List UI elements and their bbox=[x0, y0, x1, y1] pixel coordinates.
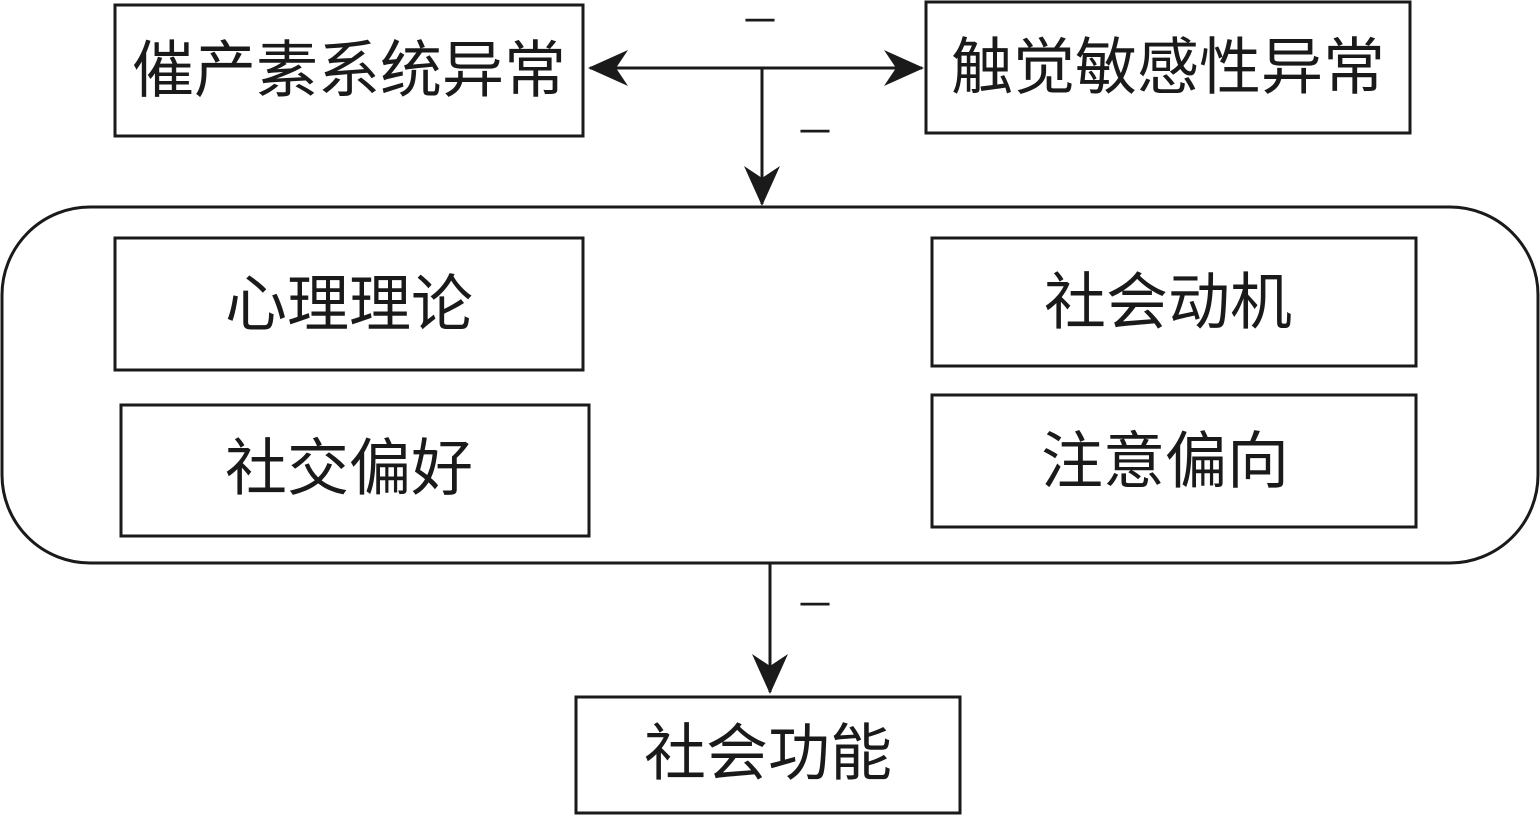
node-social-preference-label: 社交偏好 bbox=[225, 432, 473, 505]
node-theory-of-mind-label: 心理理论 bbox=[225, 268, 473, 341]
node-oxytocin-system-abnormality: 催产素系统异常 bbox=[113, 3, 585, 138]
node-theory-of-mind: 心理理论 bbox=[113, 236, 585, 372]
node-attention-bias: 注意偏向 bbox=[930, 393, 1418, 529]
node-tactile-sensitivity-abnormality: 触觉敏感性异常 bbox=[924, 0, 1412, 135]
node-social-function-label: 社会功能 bbox=[644, 717, 892, 790]
to-group-sign-label: － bbox=[795, 110, 835, 156]
node-social-function: 社会功能 bbox=[574, 695, 962, 815]
node-social-motivation-label: 社会动机 bbox=[1044, 266, 1292, 339]
to-function-sign-label: － bbox=[795, 583, 835, 629]
node-oxytocin-label: 催产素系统异常 bbox=[132, 34, 566, 107]
node-social-motivation: 社会动机 bbox=[930, 236, 1418, 368]
node-tactile-label: 触觉敏感性异常 bbox=[951, 31, 1385, 104]
node-social-preference: 社交偏好 bbox=[119, 403, 591, 538]
node-attention-bias-label: 注意偏向 bbox=[1041, 425, 1289, 498]
mutual-sign-label: － bbox=[740, 0, 780, 45]
